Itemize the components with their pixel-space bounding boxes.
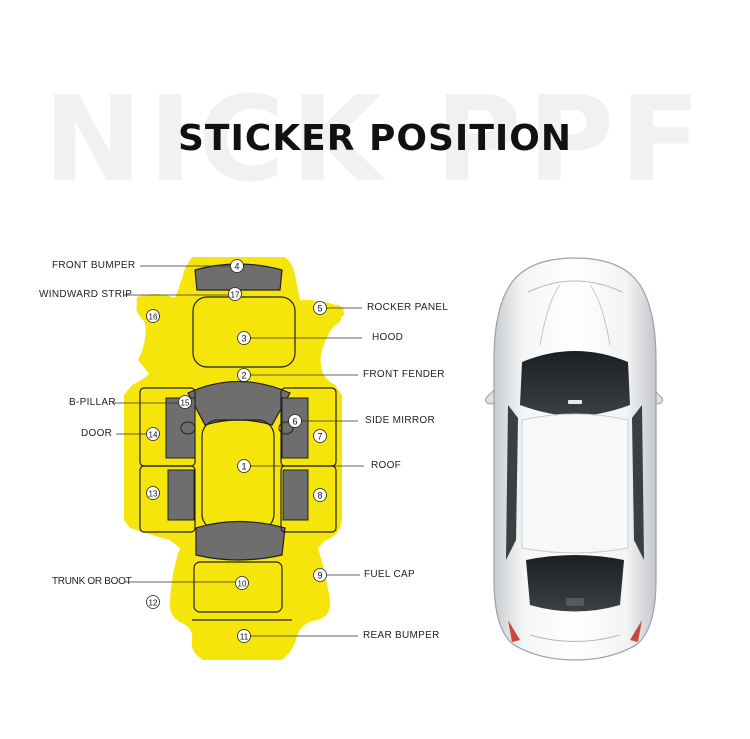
label-b-pillar: B-PILLAR <box>69 397 116 408</box>
label-roof: ROOF <box>371 460 401 471</box>
label-hood: HOOD <box>372 332 403 343</box>
label-door: DOOR <box>81 428 112 439</box>
car-windshield <box>520 351 630 416</box>
label-trunk-or-boot: TRUNK OR BOOT <box>52 576 131 587</box>
car-mirror-inside <box>568 400 582 404</box>
label-windward-strip: WINDWARD STRIP <box>39 289 132 300</box>
label-rear-bumper: REAR BUMPER <box>363 630 440 641</box>
label-rocker-panel: ROCKER PANEL <box>367 302 448 313</box>
car-rear-badge <box>566 598 584 606</box>
label-front-bumper: FRONT BUMPER <box>52 260 135 271</box>
label-front-fender: FRONT FENDER <box>363 369 445 380</box>
label-fuel-cap: FUEL CAP <box>364 569 415 580</box>
car-roof <box>522 414 628 553</box>
label-side-mirror: SIDE MIRROR <box>365 415 435 426</box>
